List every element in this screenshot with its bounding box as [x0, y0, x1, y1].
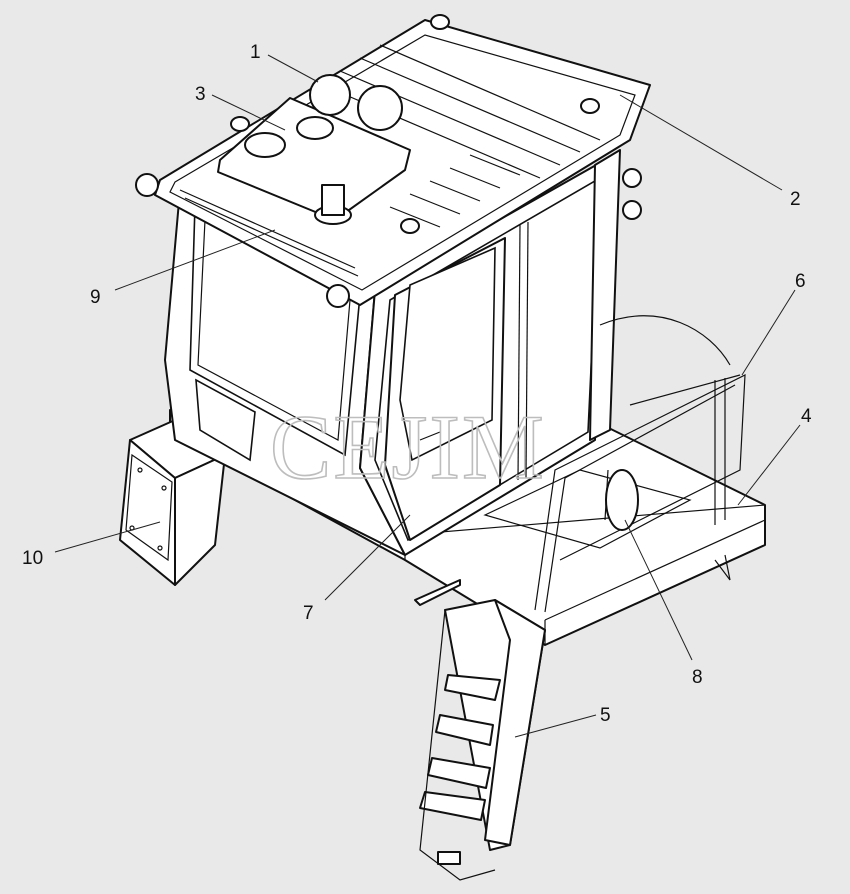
rotating-beacons: [309, 74, 403, 225]
front-light-bar: [179, 189, 359, 277]
callout-4: 4: [801, 406, 812, 427]
callout-10: 10: [22, 548, 43, 569]
callout-8: 8: [692, 667, 703, 688]
callout-6: 6: [795, 271, 806, 292]
callout-1: 1: [250, 42, 261, 63]
callout-7: 7: [303, 603, 314, 624]
callout-9: 9: [90, 287, 101, 308]
platform-railing: [534, 315, 746, 613]
access-ladder: [414, 579, 546, 881]
leader-lines: [54, 54, 801, 738]
callouts: 1 2 3 4 5 6 7 8 9 10: [22, 42, 812, 726]
work-lights: [135, 168, 642, 308]
roof-air-conditioner: [217, 97, 411, 221]
side-electrical-box: [119, 419, 226, 586]
watermark-text: CEJIM: [270, 396, 546, 498]
callout-2: 2: [790, 189, 801, 210]
callout-5: 5: [600, 705, 611, 726]
rear-view-mirror: [604, 469, 639, 531]
callout-3: 3: [195, 84, 206, 105]
